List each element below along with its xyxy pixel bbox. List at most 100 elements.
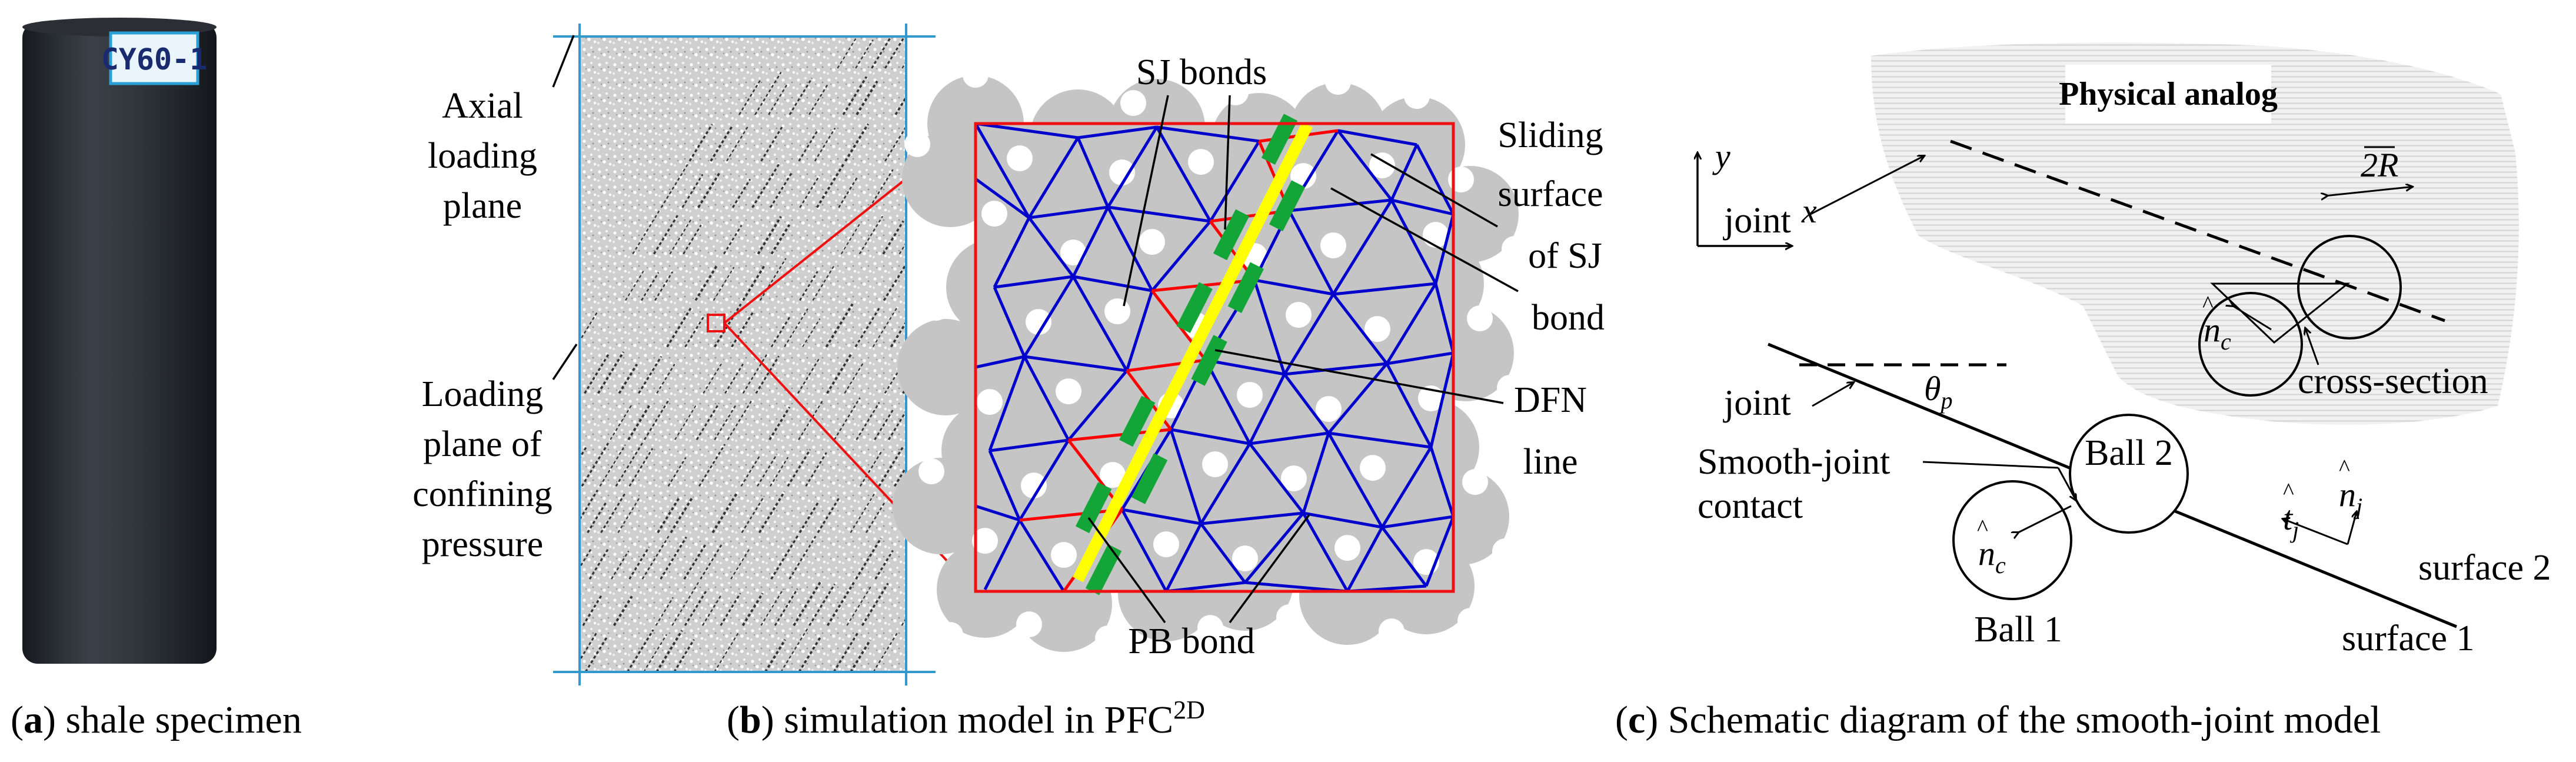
pb-bond-link — [1120, 508, 1168, 593]
svg-text:^: ^ — [2339, 454, 2350, 481]
ball-1 — [1952, 480, 2072, 600]
surface-1-label: surface 1 — [2342, 618, 2474, 658]
pb-bond-link — [994, 275, 1074, 289]
fracture-streak — [1102, 28, 1127, 68]
sj-bond-marker — [1227, 262, 1264, 314]
fracture-streak — [887, 409, 906, 441]
zoomed-detail-view — [893, 51, 1625, 728]
fracture-streak — [760, 127, 783, 162]
fracture-streak — [741, 495, 765, 533]
pb-bond-link — [1169, 429, 1203, 524]
pore-space — [1286, 302, 1312, 328]
fracture-streak — [638, 355, 663, 394]
pb-bond-link — [1386, 351, 1454, 365]
fracture-streak — [816, 162, 845, 208]
pore-space — [1153, 531, 1179, 558]
fracture-streak — [497, 590, 518, 625]
fracture-streak — [884, 357, 906, 394]
pb-bond-link — [975, 504, 1020, 522]
fracture-streak — [730, 548, 750, 580]
pb-bond-link — [1067, 370, 1128, 441]
fracture-streak — [873, 631, 898, 672]
pb-bond-link — [1249, 442, 1304, 514]
fracture-streak — [872, 308, 897, 348]
theta-label: θp — [1924, 370, 1953, 414]
pb-bond-link — [1029, 205, 1109, 219]
pb-bond-link — [1170, 428, 1250, 445]
fracture-streak — [808, 84, 829, 115]
fracture-streak — [684, 314, 705, 348]
fracture-streak — [871, 36, 893, 69]
pore-space — [1409, 688, 1435, 714]
svg-text:confining: confining — [412, 474, 553, 514]
pb-bond-link — [1107, 205, 1211, 223]
svg-text:x: x — [1801, 192, 1817, 230]
pb-bond-link — [1018, 439, 1070, 521]
sj-bond-markers — [1075, 114, 1306, 595]
pore-space — [923, 295, 949, 321]
fracture-streak — [751, 163, 780, 208]
pb-bond-link — [974, 177, 1030, 219]
fracture-streak — [697, 171, 721, 208]
pore-space — [1016, 611, 1042, 638]
pb-bond-link — [1076, 137, 1110, 208]
fracture-streak — [838, 177, 858, 208]
fracture-streak — [757, 454, 778, 487]
fracture-streak — [427, 595, 445, 625]
fracture-streak — [855, 39, 874, 69]
fracture-streak — [805, 452, 827, 487]
fracture-streak — [814, 127, 836, 162]
pb-bond-link — [1327, 432, 1384, 528]
shale-specimen-photo — [22, 22, 217, 664]
pb-bond-link — [1434, 283, 1455, 354]
pore-space — [1590, 691, 1616, 718]
pb-bond-link — [1027, 137, 1080, 219]
pb-bond-link — [1284, 362, 1387, 376]
fracture-streak — [655, 597, 674, 626]
fracture-streak — [727, 398, 753, 440]
pore-space — [1462, 469, 1488, 495]
svg-text:Loading: Loading — [422, 374, 544, 414]
fracture-streak — [798, 401, 823, 440]
pb-bond-link — [1429, 352, 1455, 448]
sj-bond-marker — [1085, 544, 1122, 595]
particle-grain — [1299, 548, 1396, 645]
fracture-streak — [770, 535, 799, 580]
pore-space — [1320, 232, 1346, 259]
fracture-streak — [850, 639, 871, 672]
fracture-streak — [893, 465, 906, 487]
pb-bond-link — [1156, 125, 1260, 143]
pore-space — [937, 622, 963, 648]
pb-bond-link — [1382, 515, 1454, 529]
fracture-streak — [618, 363, 638, 394]
pb-bond-link — [1023, 275, 1075, 358]
pore-space — [1369, 152, 1395, 179]
pore-space — [1330, 698, 1356, 725]
fracture-streak — [799, 175, 820, 208]
fracture-streak — [666, 306, 693, 348]
pb-bond-link — [1425, 516, 1455, 587]
pb-bond-link — [1024, 355, 1127, 372]
fracture-streak — [599, 444, 626, 487]
pore-space — [977, 389, 1003, 415]
pb-bond-link — [1381, 526, 1427, 587]
sj-bond-link — [1019, 508, 1123, 522]
pb-bond-link — [1151, 220, 1212, 292]
specimen-label-tag — [109, 31, 199, 85]
pore-space — [1051, 542, 1077, 568]
pb-bond-link — [1434, 214, 1455, 284]
fracture-streak — [713, 267, 735, 301]
pore-space — [1550, 156, 1576, 182]
pore-space — [1276, 604, 1302, 631]
fracture-streak — [855, 537, 882, 580]
fracture-streak — [660, 536, 687, 580]
fracture-streak — [398, 640, 418, 672]
n-c-lower-label: nc — [1978, 534, 2006, 578]
fracture-streak — [755, 355, 780, 394]
fracture-streak — [516, 628, 543, 672]
physical-analog-region — [1871, 42, 2519, 425]
pb-bond-link — [1200, 523, 1246, 584]
pb-bond-link — [1332, 293, 1388, 365]
ball-1-label: Ball 1 — [1974, 610, 2062, 650]
fracture-streak — [555, 639, 575, 672]
